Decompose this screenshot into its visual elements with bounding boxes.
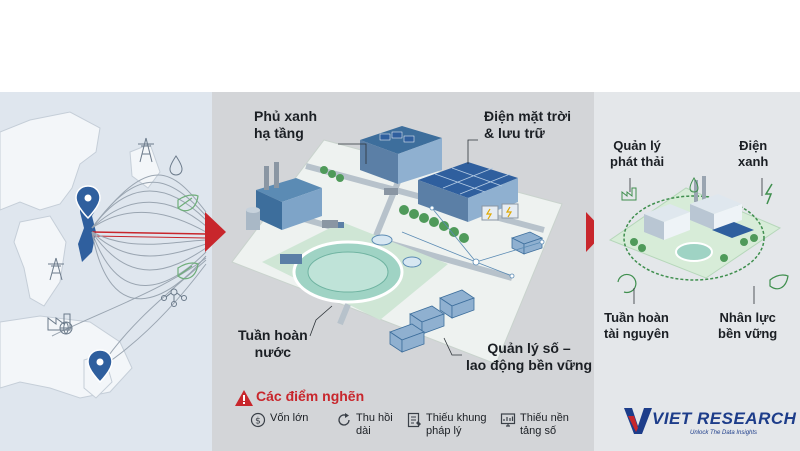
clarifier-icon (371, 234, 393, 246)
battery-storage-icon (481, 203, 519, 221)
label-dien-xanh: Điện xanh (738, 138, 769, 169)
coin-icon: $ (250, 412, 266, 428)
container (280, 254, 302, 264)
location-pin-icon (75, 185, 101, 220)
leaf-icon (769, 274, 789, 290)
continent-shape (0, 111, 101, 211)
factory-icon (47, 313, 71, 331)
label-nhan-luc: Nhân lực bền vững (718, 310, 778, 341)
truck-icon (322, 220, 344, 228)
factory-building (644, 176, 754, 240)
network-overlay (401, 205, 545, 279)
label-tuan-hoan-tai-nguyen: Tuần hoàn tài nguyên (604, 310, 670, 341)
cycle-icon (338, 413, 350, 426)
label-phu-xanh: Phủ xanh hạ tầng (254, 108, 318, 141)
industrial-park-panel (212, 92, 594, 451)
leaf-icon (177, 194, 199, 212)
globe-hand-icon (59, 321, 73, 335)
brand-name: VIET RESEARCH (652, 409, 797, 428)
power-tower-icon (138, 137, 154, 163)
outcome-panel (594, 92, 800, 451)
label-quan-ly-phat-thai: Quản lý phát thải (610, 138, 665, 169)
location-pin-icon (87, 349, 113, 384)
brand-mark-icon (624, 408, 652, 434)
tree-row (630, 234, 758, 262)
water-drop-icon (689, 177, 699, 193)
brand-tagline: Unlock The Data Insights (690, 430, 758, 436)
water-tank (675, 242, 713, 262)
continent-shape (13, 215, 67, 307)
bottleneck-item: Thu hồi dài (336, 412, 393, 438)
bottleneck-item: Thiếu khung pháp lý (406, 412, 487, 438)
solar-building (418, 162, 518, 222)
svg-text:$: $ (255, 417, 261, 427)
leaf-icon (177, 262, 199, 280)
label-quan-ly-so: Quản lý số – lao động bền vững (466, 340, 593, 373)
clarifier-icon (402, 256, 422, 268)
house-building (389, 231, 544, 353)
recycle-icon (617, 273, 637, 294)
storage-tank (246, 207, 260, 230)
warehouse-building (360, 126, 442, 184)
bottleneck-box: Các điểm nghẽn $ Vốn lớn Thu hồi dài Thi… (232, 388, 578, 446)
bottleneck-item: Thiếu nền tảng số (500, 412, 569, 438)
world-map-illustration (0, 111, 207, 399)
monitor-chart-icon (500, 413, 516, 427)
brand-logo: VIET RESEARCH Unlock The Data Insights (624, 406, 797, 440)
power-tower-icon (48, 257, 64, 281)
factory-building (256, 162, 322, 230)
industrial-park-illustration (231, 126, 563, 365)
water-tank-inner (307, 251, 389, 293)
label-dien-mat-troi: Điện mặt trời & lưu trữ (484, 108, 571, 141)
bottleneck-item: $ Vốn lớn (250, 412, 308, 428)
continent-shape (129, 143, 161, 189)
label-tuan-hoan-nuoc: Tuần hoàn nước (238, 327, 308, 360)
outcome-illustration (608, 176, 789, 304)
tree-row (320, 166, 469, 243)
truck-icon (384, 188, 398, 195)
warning-icon (235, 390, 253, 406)
factory-icon (621, 187, 637, 201)
network-icon (161, 288, 187, 307)
water-drop-icon (169, 155, 183, 176)
document-icon (407, 412, 421, 428)
world-map-panel (0, 92, 212, 451)
lightning-icon (764, 183, 773, 205)
bottleneck-title: Các điểm nghẽn (256, 388, 365, 404)
